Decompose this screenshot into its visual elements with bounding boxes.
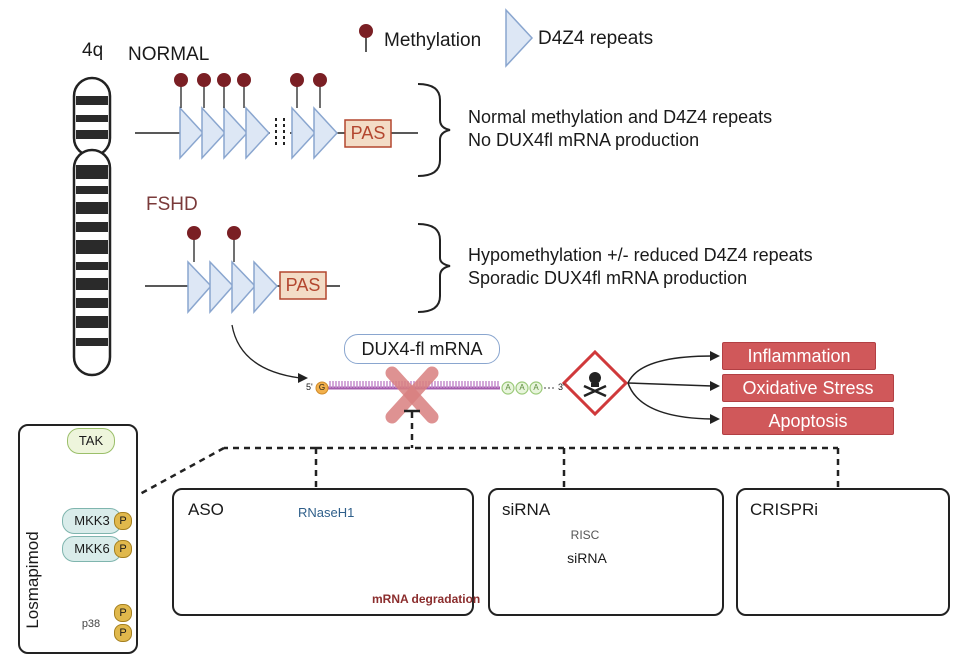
repeat-legend-icon [505, 8, 534, 68]
mkk3-phospho: P [114, 512, 132, 530]
fshd-description-line1: Hypomethylation +/- reduced D4Z4 repeats [468, 245, 813, 265]
fshd-locus [145, 226, 340, 314]
crispri-title: CRISPRi [750, 500, 819, 519]
sirna-title: siRNA [502, 500, 551, 519]
p38-node: p38 [81, 618, 101, 630]
mkk6-node: MKK6 [62, 536, 122, 562]
transcription-arrow [231, 324, 301, 379]
dashed-connectors [139, 412, 840, 496]
methylation-legend-label: Methylation [384, 30, 482, 51]
sirna-panel [488, 488, 724, 616]
mrna-block-cross [385, 366, 439, 424]
outcome-oxidative-stress: Oxidative Stress [722, 374, 894, 402]
tak-node: TAK [67, 428, 115, 454]
fshd-pas-label: PAS [285, 275, 321, 295]
aso-title: ASO [188, 500, 224, 519]
rnaseh1-label: RNaseH1 [298, 505, 355, 520]
sirna-inner-label: siRNA [567, 550, 607, 566]
mkk3-node: MKK3 [62, 508, 122, 534]
polya-a1: A [505, 383, 511, 392]
polya-a3: A [533, 383, 539, 392]
fshd-description-line2: Sporadic DUX4fl mRNA production [468, 268, 748, 288]
methylation-legend-icon [359, 24, 373, 52]
mrna-three-prime: 3' [558, 382, 565, 392]
outcome-arrows [627, 355, 713, 420]
chromosome-4q [72, 76, 112, 377]
crispri-panel [736, 488, 950, 616]
outcome-inflammation: Inflammation [722, 342, 876, 370]
aso-panel [172, 488, 474, 616]
risc-label: RISC [570, 528, 600, 542]
normal-label: NORMAL [128, 44, 210, 65]
mrna-degradation-label: mRNA degradation [372, 592, 481, 606]
normal-locus [135, 73, 418, 160]
repeats-legend-label: D4Z4 repeats [538, 28, 654, 49]
chromosome-label: 4q [82, 40, 104, 61]
outcome-apoptosis: Apoptosis [722, 407, 894, 435]
normal-description-line1: Normal methylation and D4Z4 repeats [468, 107, 773, 127]
fshd-brace [417, 223, 451, 313]
mrna-label: DUX4-fl mRNA [344, 334, 500, 364]
polya-a2: A [519, 383, 525, 392]
normal-brace [417, 83, 451, 177]
fshd-label: FSHD [146, 194, 198, 215]
p38-phospho-1: P [114, 604, 132, 622]
dux4-mrna-strand [315, 381, 556, 395]
normal-description-line2: No DUX4fl mRNA production [468, 130, 700, 150]
mrna-five-prime: 5' [306, 382, 313, 392]
mrna-cap: G [318, 383, 326, 392]
mkk6-phospho: P [114, 540, 132, 558]
toxicity-icon [561, 349, 629, 417]
losmapimod-title: Losmapimod [23, 531, 42, 629]
normal-pas-label: PAS [350, 123, 386, 143]
p38-phospho-2: P [114, 624, 132, 642]
